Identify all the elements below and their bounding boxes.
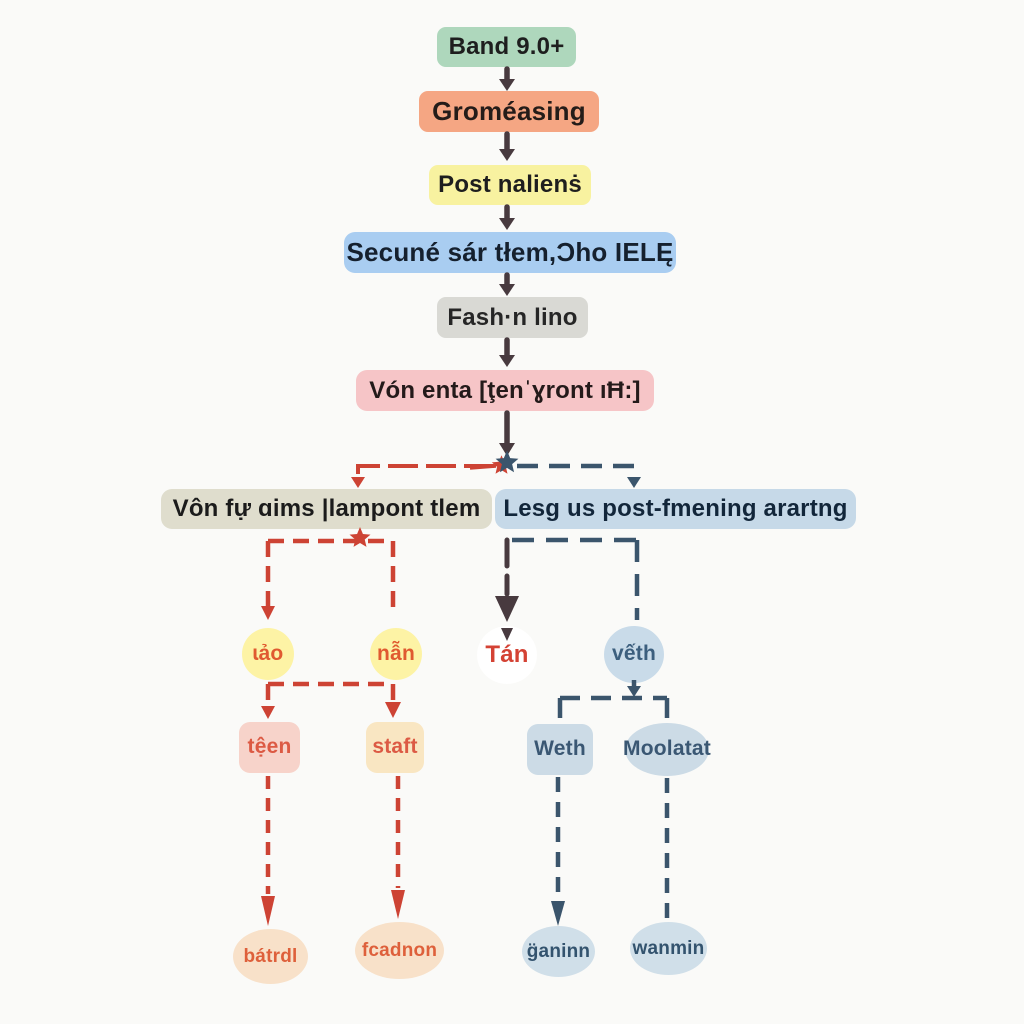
arrow-post-to-secune	[499, 204, 515, 230]
node-right-branch: Lesg us post-fmening arartng	[495, 489, 856, 529]
edge-junction-to-left-branch	[351, 464, 494, 488]
edge-leftbox-to-circles	[261, 538, 396, 620]
edge-veth-to-weth-moolatat	[557, 680, 670, 720]
left-branch-star-icon	[349, 526, 371, 547]
edge-weth-to-ganinn	[551, 777, 565, 926]
node-cao: ɩảo	[242, 628, 294, 680]
node-veth-label: vếth	[612, 642, 656, 666]
arrow-secune-to-fash	[499, 272, 515, 296]
node-weth: Weth	[527, 724, 593, 775]
node-band: Band 9.0+	[437, 27, 576, 67]
node-secune-label: Secuné sár tłem,Ɔho IELĘ	[346, 236, 674, 267]
edge-rightbox-to-tan-veth	[495, 537, 640, 641]
node-gromeasing-label: Groméasing	[432, 95, 586, 126]
arrow-band-to-gromeasing	[499, 66, 515, 91]
node-teen: tệen	[239, 722, 300, 773]
node-moolatat-label: Moolatat	[623, 737, 711, 761]
node-left-branch-label: Vôn fự ɑims |lampont tlem	[172, 495, 481, 523]
node-ganinn-label: g̈aninn	[526, 940, 591, 962]
node-band-label: Band 9.0+	[448, 33, 565, 61]
junction-star-icon	[469, 450, 519, 474]
node-cao-label: ɩảo	[252, 641, 284, 665]
node-left-branch: Vôn fự ɑims |lampont tlem	[161, 489, 492, 529]
node-wanmin-label: wanmin	[632, 937, 705, 959]
edge-junction-to-right-branch	[517, 463, 641, 488]
node-weth-label: Weth	[534, 737, 586, 761]
arrow-vonenta-to-junction	[499, 410, 515, 456]
node-ganinn: g̈aninn	[522, 926, 595, 977]
node-moolatat: Moolatat	[623, 723, 711, 776]
node-tan: Tán	[479, 628, 535, 682]
node-secune: Secuné sár tłem,Ɔho IELĘ	[344, 232, 676, 273]
edge-circles-to-teen-staft	[261, 681, 401, 719]
node-fash-lino: Fash·n lino	[437, 297, 588, 338]
edge-staft-to-fcadnon	[391, 776, 405, 919]
node-von-enta-label: Vón enta [ţenˈɣront ıĦ:]	[369, 376, 641, 404]
arrow-gromeasing-to-post	[499, 131, 515, 161]
node-staft-label: staft	[372, 735, 418, 759]
node-post-naliens-label: Post nalienṡ	[438, 171, 582, 199]
node-post-naliens: Post nalienṡ	[429, 165, 591, 205]
node-von-enta: Vón enta [ţenˈɣront ıĦ:]	[356, 370, 654, 411]
node-wanmin: wanmin	[630, 922, 707, 975]
node-right-branch-label: Lesg us post-fmening arartng	[503, 495, 848, 523]
node-nan: nẫn	[370, 628, 422, 680]
edge-teen-to-batrdl	[261, 776, 275, 926]
node-fcadnon-label: fcadnon	[361, 939, 438, 961]
node-batrdl: bátrdl	[233, 929, 308, 984]
node-fash-lino-label: Fash·n lino	[447, 303, 578, 331]
node-batrdl-label: bátrdl	[243, 945, 298, 967]
node-veth: vếth	[604, 626, 664, 683]
node-teen-label: tệen	[247, 735, 292, 759]
node-staft: staft	[366, 722, 424, 773]
node-fcadnon: fcadnon	[355, 922, 444, 979]
node-nan-label: nẫn	[377, 641, 415, 665]
node-tan-label: Tán	[485, 641, 529, 669]
arrow-fash-to-vonenta	[499, 337, 515, 367]
node-gromeasing: Groméasing	[419, 91, 599, 132]
